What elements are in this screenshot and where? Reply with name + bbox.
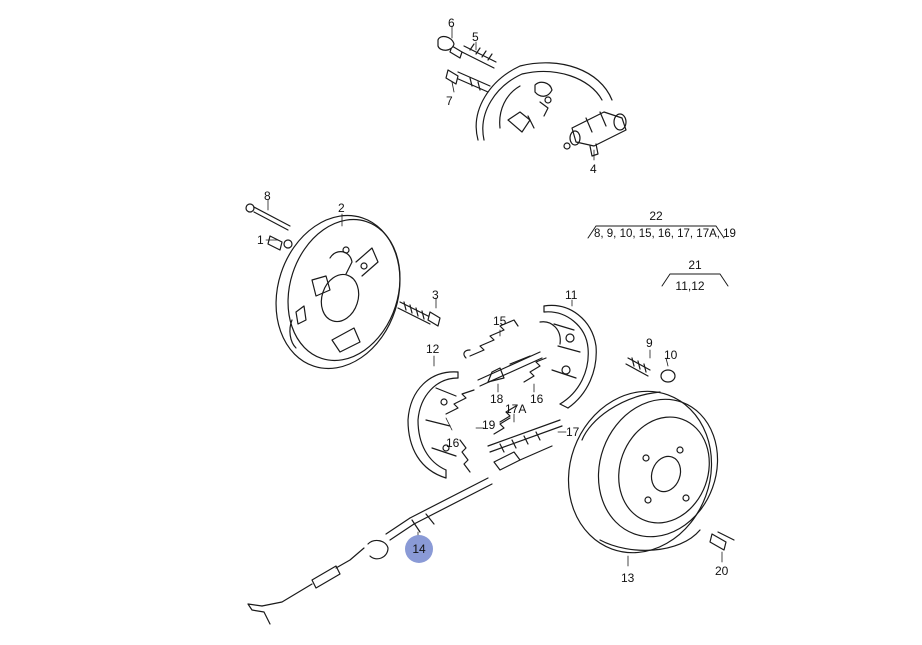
brake-shoe-left <box>407 371 459 479</box>
part-label-9: 9 <box>646 336 653 350</box>
part-label-18: 18 <box>490 392 504 406</box>
group-21-items: 11,12 <box>675 279 705 293</box>
part-label-16-upper: 16 <box>530 392 544 406</box>
part-label-4: 4 <box>590 162 597 176</box>
part-label-15: 15 <box>493 314 507 328</box>
part-label-19: 19 <box>482 418 496 432</box>
part-label-1: 1 <box>257 233 264 247</box>
backing-plate <box>245 203 441 370</box>
group-22-items: 8, 9, 10, 15, 16, 17, 17A, 19 <box>594 228 736 240</box>
group-22-number: 22 <box>649 209 663 223</box>
part-label-17: 17 <box>566 425 580 439</box>
handbrake-cable <box>247 445 553 625</box>
part-label-13: 13 <box>621 571 635 585</box>
group-brackets <box>587 225 729 287</box>
part-label-3: 3 <box>432 288 439 302</box>
part-label-8: 8 <box>264 189 271 203</box>
part-label-6: 6 <box>448 16 455 30</box>
part-label-5: 5 <box>472 30 479 44</box>
wheel-cylinder-assembly <box>437 35 627 157</box>
part-label-16-lower: 16 <box>446 436 460 450</box>
part-label-12: 12 <box>426 342 440 356</box>
group-22: 22 <box>588 209 724 223</box>
group-21: 21 <box>662 258 728 272</box>
part-callout-14-highlighted[interactable]: 14 <box>405 535 433 563</box>
group-21-number: 21 <box>688 258 702 272</box>
part-label-2: 2 <box>338 201 345 215</box>
brake-shoe-right <box>539 304 597 409</box>
part-label-17A: 17A <box>505 402 527 416</box>
springs <box>445 319 563 473</box>
brake-drum <box>567 357 735 554</box>
part-label-10: 10 <box>664 348 678 362</box>
part-label-20: 20 <box>715 564 729 578</box>
part-label-11: 11 <box>565 288 578 302</box>
part-label-14: 14 <box>412 542 426 556</box>
part-label-7: 7 <box>446 94 453 108</box>
